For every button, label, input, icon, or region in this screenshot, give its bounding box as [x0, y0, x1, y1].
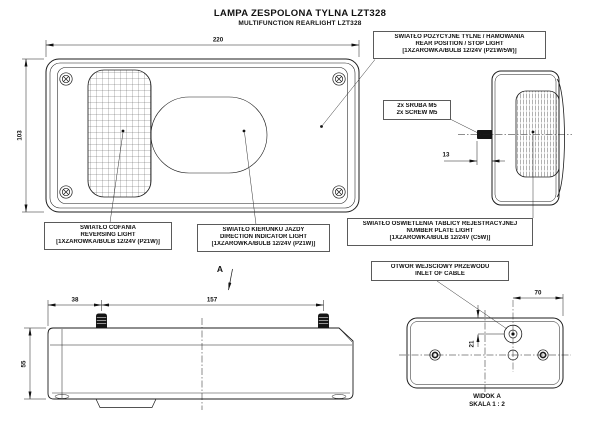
- dimension-front-height: [22, 58, 44, 213]
- callout-direction-indicator-light: ŚWIATŁO KIERUNKU JAZDY DIRECTION INDICAT…: [197, 224, 330, 252]
- leader-dot: [242, 129, 246, 133]
- dimension-inlet-from-top: [476, 305, 504, 347]
- dimension-front-width: [45, 40, 360, 57]
- dim-value: 38: [72, 297, 79, 304]
- callout-line-en: NUMBER PLATE LIGHT: [406, 228, 474, 235]
- drawing-title: LAMPA ZESPOLONA TYLNA LZT328 MULTIFUNCTI…: [0, 8, 600, 27]
- screw-hole: [429, 349, 441, 361]
- view-a-caption: WIDOK A: [473, 393, 501, 400]
- callout-line-en: INLET OF CABLE: [415, 271, 465, 278]
- callout-line-pl: ŚWIATŁO OŚWIETLENIA TABLICY REJESTRACYJN…: [362, 221, 518, 227]
- callout-line-en: 2x SCREW M5: [396, 110, 438, 117]
- callout-line-pl: ŚWIATŁO POZYCYJNE TYLNE / HAMOWANIA: [394, 34, 525, 40]
- cable-inlet-hole: [503, 324, 523, 344]
- reversing-lens: [87, 69, 152, 198]
- leader-lines: [109, 59, 508, 330]
- corner-screw-icon: [59, 72, 73, 86]
- leader-dot: [531, 130, 535, 134]
- dimension-stud-offset: [47, 300, 324, 326]
- corner-screw-icon: [332, 72, 346, 86]
- dim-value: 220: [213, 37, 224, 44]
- callout-rear-position-stop-light: ŚWIATŁO POZYCYJNE TYLNE / HAMOWANIA REAR…: [373, 31, 546, 59]
- callout-screws: 2x ŚRUBA M5 2x SCREW M5: [383, 100, 451, 121]
- rear-view: 70 21 WIDOK A SKALA 1 : 2: [399, 290, 571, 408]
- callout-line-bulb: [1XŻARÓWKA/BULB 12/24V (C5W)]: [389, 235, 491, 242]
- callout-reversing-light: ŚWIATŁO COFANIA REVERSING LIGHT [1XŻARÓW…: [44, 222, 172, 250]
- dim-value: 55: [21, 360, 28, 367]
- screw-hole: [537, 349, 549, 361]
- view-a-scale: SKALA 1 : 2: [469, 401, 505, 408]
- callout-line-bulb: [1XŻARÓWKA/BULB 12/24V (P21W/5W)]: [402, 48, 517, 55]
- view-a-arrow: [228, 268, 233, 291]
- top-view: 38 157 55: [21, 297, 354, 410]
- dim-value: 157: [207, 297, 218, 304]
- dim-value: 103: [17, 130, 24, 141]
- corner-screw-icon: [332, 185, 346, 199]
- indicator-lens: [150, 96, 268, 174]
- dim-value: 21: [469, 340, 476, 347]
- side-view: 13: [443, 70, 572, 218]
- dimension-inlet-from-right: [512, 294, 564, 316]
- mounting-stud: [318, 313, 329, 328]
- callout-line-en: REVERSING LIGHT: [80, 232, 136, 239]
- side-lens: [515, 90, 560, 178]
- callout-line-bulb: [1XŻARÓWKA/BULB 12/24V (P21W)]: [56, 239, 160, 246]
- callout-line-bulb: [1XŻARÓWKA/BULB 12/24V (P21W)]: [211, 241, 316, 248]
- title-sub: MULTIFUNCTION REARLIGHT LZT328: [238, 20, 362, 27]
- callout-line-pl: ŚWIATŁO COFANIA: [80, 225, 136, 231]
- front-view: 220 103: [17, 37, 360, 213]
- mounting-stud: [96, 313, 107, 328]
- callout-cable-inlet: OTWÓR WEJŚCIOWY PRZEWODU INLET OF CABLE: [371, 261, 509, 282]
- callout-line-pl: ŚWIATŁO KIERUNKU JAZDY: [222, 227, 305, 233]
- dim-value: 13: [443, 152, 450, 159]
- callout-line-en: DIRECTION INDICATOR LIGHT: [219, 234, 308, 241]
- corner-screw-icon: [59, 185, 73, 199]
- callout-line-pl: OTWÓR WEJŚCIOWY PRZEWODU: [390, 264, 490, 270]
- title-main: LAMPA ZESPOLONA TYLNA LZT328: [213, 8, 387, 19]
- callout-line-pl: 2x ŚRUBA M5: [397, 103, 437, 109]
- center-hole: [507, 349, 519, 361]
- callout-number-plate-light: ŚWIATŁO OŚWIETLENIA TABLICY REJESTRACYJN…: [347, 218, 533, 246]
- view-a-marker-label: A: [217, 264, 223, 274]
- callout-line-en: REAR POSITION / STOP LIGHT: [415, 41, 504, 48]
- dim-value: 70: [535, 290, 542, 297]
- leader-dot: [121, 129, 125, 133]
- dimension-stud-protrusion: [444, 141, 505, 165]
- dimension-body-depth: [24, 327, 46, 400]
